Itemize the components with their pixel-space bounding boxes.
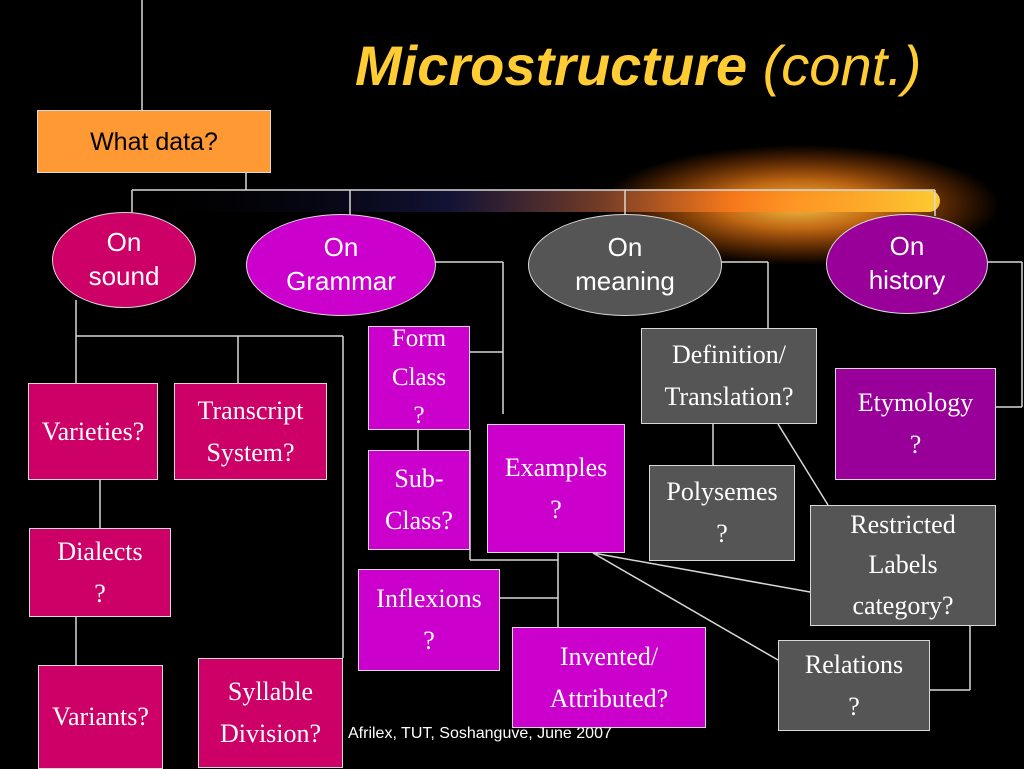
node-definition-translation: Definition/ Translation? (641, 328, 817, 424)
node-relations: Relations ? (778, 640, 930, 731)
title-main: Microstructure (355, 34, 748, 97)
node-inflexions: Inflexions ? (358, 569, 500, 671)
node-etymology: Etymology ? (835, 368, 996, 480)
category-on-grammar: On Grammar (246, 214, 436, 316)
category-on-sound: On sound (52, 212, 196, 308)
node-invented-attributed: Invented/ Attributed? (512, 627, 706, 728)
root-node-what-data: What data? (37, 110, 271, 173)
node-polysemes: Polysemes ? (649, 465, 795, 561)
footer-credit: Afrilex, TUT, Soshanguve, June 2007 (348, 725, 612, 742)
title-sub: (cont.) (762, 34, 922, 97)
node-varieties: Varieties? (28, 383, 158, 480)
node-examples: Examples ? (487, 424, 625, 553)
node-dialects: Dialects ? (29, 528, 171, 617)
category-on-history: On history (826, 214, 988, 314)
slide-title: Microstructure (cont.) (355, 38, 1005, 94)
node-sub-class: Sub- Class? (368, 450, 470, 550)
node-syllable-division: Syllable Division? (198, 658, 343, 768)
node-form-class: Form Class ? (368, 325, 470, 430)
node-transcript-system: Transcript System? (174, 383, 327, 480)
category-on-meaning: On meaning (528, 214, 722, 316)
node-variants: Variants? (38, 665, 163, 769)
node-restricted-labels: Restricted Labels category? (810, 505, 996, 626)
